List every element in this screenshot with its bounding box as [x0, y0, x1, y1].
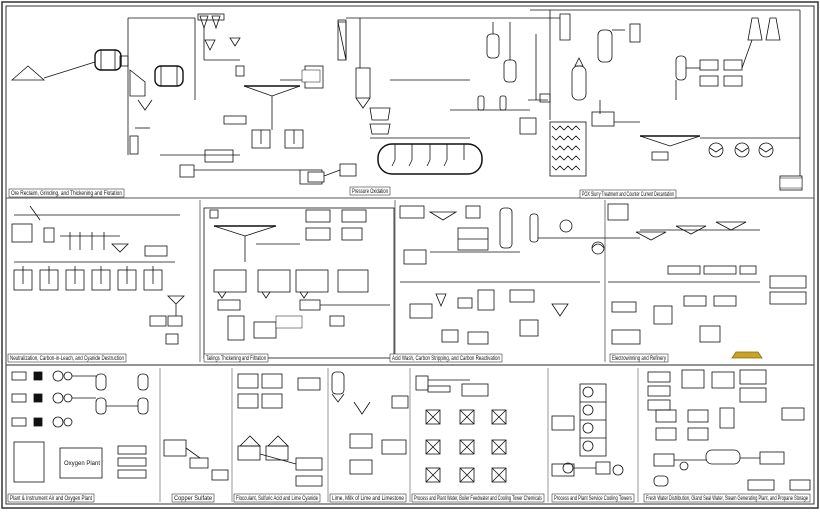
- acidwash-labels: Acid Wash, Carbon Stripping, and Carbon …: [389, 353, 503, 363]
- electro-labels: Electrowinning and Refinery: [609, 353, 669, 363]
- flocculant-area: [237, 373, 323, 487]
- label-process-water: Process and Plant Service Cooling Towers: [554, 496, 632, 502]
- copper-area: [163, 439, 229, 481]
- label-flocculant: Flocculant, Sulfuric Acid and Lime Cyani…: [236, 496, 318, 502]
- ccd-area: [530, 9, 803, 191]
- cooling-labels: Process and Plant Service Cooling Towers: [551, 493, 635, 503]
- water-labels: Process and Plant Water, Boiler Feedwate…: [411, 493, 545, 503]
- label-fresh-water: Fresh Water Distribution, Gland Seal Wat…: [646, 496, 808, 502]
- freshwater-labels: Fresh Water Distribution, Gland Seal Wat…: [643, 493, 811, 503]
- freshwater-area: [647, 369, 811, 491]
- ore-stockpile-icon: [10, 65, 46, 81]
- label-tailings: Tailings Thickening and Filtration: [206, 356, 266, 362]
- label-copper: Copper Sulfate: [174, 496, 213, 502]
- oxygen-labels: Oxygen Plant Plant & Instrument Air and …: [7, 461, 100, 503]
- inner-frame: [5, 5, 815, 505]
- ccd-labels: POX Slurry Treatment and Counter Current…: [579, 177, 803, 199]
- label-oxygen-plant: Oxygen Plant: [64, 461, 100, 467]
- cooling-area: [551, 383, 624, 477]
- tailings-area: [203, 207, 395, 359]
- grinding-labels: Ore Reclaim, Grinding, and Thickening an…: [8, 69, 321, 198]
- tailings-labels: Tailings Thickening and Filtration: [203, 315, 303, 363]
- label-lime: Lime, Milk of Lime and Limestone: [332, 496, 405, 502]
- label-ore: Ore Reclaim, Grinding, and Thickening an…: [11, 191, 122, 197]
- cil-area: [11, 205, 185, 345]
- label-electro: Electrowinning and Refinery: [612, 356, 666, 362]
- flocculant-labels: Flocculant, Sulfuric Acid and Lime Cyani…: [233, 493, 321, 503]
- copper-labels: Copper Sulfate: [171, 493, 215, 503]
- pox-area: [307, 17, 560, 183]
- oxygen-area: [11, 370, 149, 483]
- lime-labels: Lime, Milk of Lime and Limestone: [329, 493, 407, 503]
- pox-labels: Pressure Oxidation: [349, 186, 391, 196]
- label-plant-air: Plant & Instrument Air and Oxygen Plant: [10, 496, 92, 502]
- acidwash-area: [399, 205, 600, 345]
- label-neutral: Neutralization, Carbon-in-Leach, and Cya…: [10, 356, 124, 362]
- grinding-area: [10, 13, 324, 185]
- lime-area: [331, 371, 409, 475]
- label-acidwash: Acid Wash, Carbon Stripping, and Carbon …: [392, 356, 500, 362]
- water-area: [415, 375, 507, 483]
- electro-area: [529, 203, 807, 359]
- label-poxslurry: POX Slurry Treatment and Counter Current…: [582, 192, 674, 198]
- cil-labels: Neutralization, Carbon-in-Leach, and Cya…: [7, 353, 127, 363]
- label-water: Process and Plant Water, Boiler Feedwate…: [414, 496, 542, 502]
- label-pressure: Pressure Oxidation: [352, 189, 388, 195]
